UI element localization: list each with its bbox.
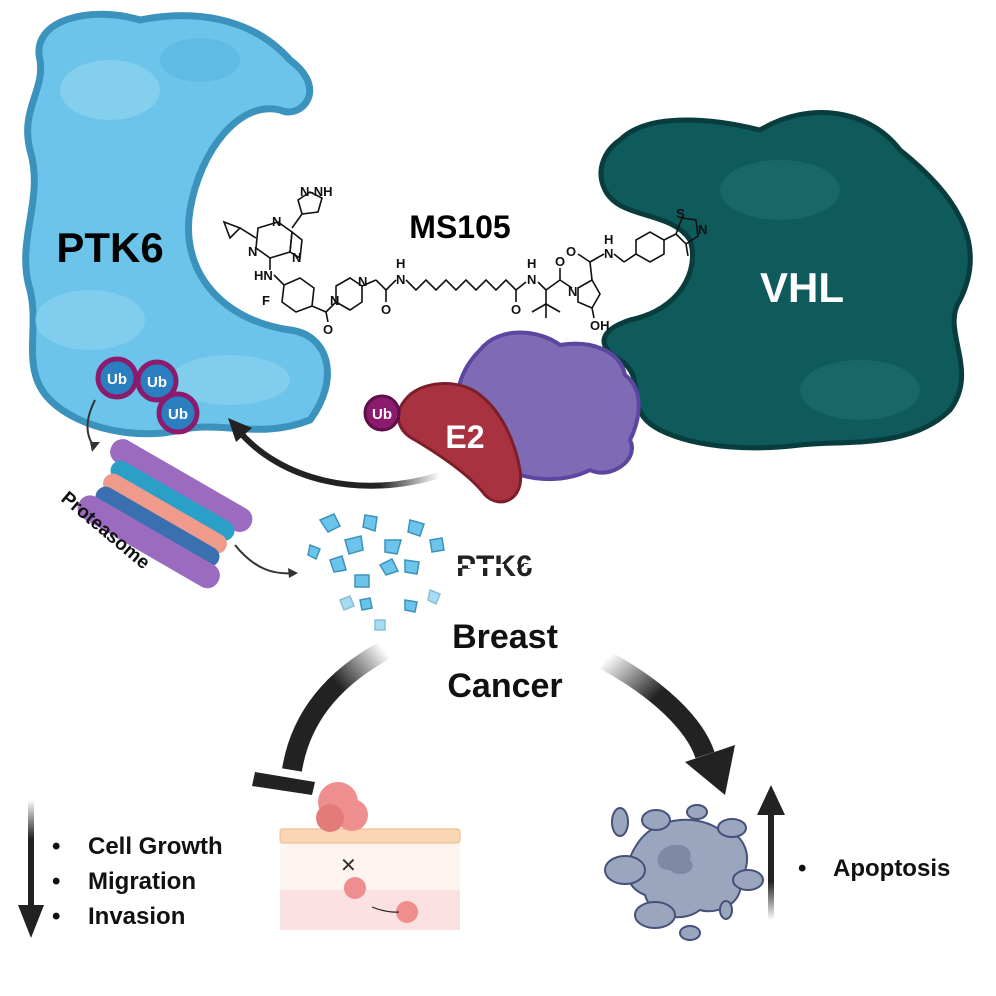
svg-text:N: N: [527, 272, 536, 287]
svg-text:O: O: [511, 302, 521, 317]
ubiquitin-on-e2: Ub: [363, 394, 401, 432]
degraded-ptk6-text: PTK6: [454, 550, 562, 583]
decreased-effects-list: • Cell Growth • Migration • Invasion: [52, 833, 223, 930]
svg-text:N: N: [330, 293, 339, 308]
svg-text:N: N: [698, 222, 707, 237]
svg-text:N: N: [248, 244, 257, 259]
tissue-invasion-icon: ✕: [279, 782, 461, 930]
svg-text:H: H: [604, 232, 613, 247]
svg-text:N: N: [604, 246, 613, 261]
e2-label: E2: [445, 419, 484, 455]
svg-text:O: O: [323, 322, 333, 337]
svg-text:N: N: [292, 250, 301, 265]
ms105-label: MS105: [409, 209, 510, 245]
svg-text:•: •: [52, 868, 60, 895]
ms105-chemical-structure: N-NH N N N HN F O N N O H N O H N O N OH…: [222, 184, 707, 337]
cancer-label: Cancer: [447, 667, 562, 705]
inhibition-arrow: [252, 641, 390, 795]
svg-text:H: H: [396, 256, 405, 271]
svg-text:Ub: Ub: [147, 374, 167, 391]
vhl-label: VHL: [760, 264, 844, 311]
svg-text:N: N: [396, 272, 405, 287]
svg-text:N: N: [568, 284, 577, 299]
svg-text:O: O: [555, 254, 565, 269]
svg-text:Ub: Ub: [372, 406, 392, 423]
svg-text:•: •: [52, 903, 60, 930]
degraded-ptk6-fragments: [307, 513, 445, 631]
svg-text:•: •: [798, 855, 806, 882]
ptk6-label: PTK6: [56, 224, 163, 271]
effect-apoptosis: Apoptosis: [833, 855, 950, 882]
svg-text:N-NH: N-NH: [300, 184, 333, 199]
svg-text:PTK6: PTK6: [456, 550, 533, 583]
ptk6-protein: PTK6: [22, 10, 331, 438]
svg-text:✕: ✕: [340, 853, 357, 877]
effect-migration: Migration: [88, 868, 196, 895]
svg-text:OH: OH: [590, 318, 610, 333]
svg-text:S: S: [676, 206, 685, 221]
vhl-protein: VHL: [598, 110, 973, 451]
svg-text:N: N: [272, 214, 281, 229]
proteasome-icon: [77, 439, 253, 589]
svg-text:H: H: [527, 256, 536, 271]
svg-text:O: O: [381, 302, 391, 317]
decrease-arrow-icon: [18, 800, 44, 938]
svg-text:F: F: [262, 293, 270, 308]
svg-text:Ub: Ub: [107, 371, 127, 388]
svg-text:O: O: [566, 244, 576, 259]
svg-text:Ub: Ub: [168, 406, 188, 423]
to-fragments-arrow: [234, 544, 296, 575]
ubiquitin-transfer-arrow: [228, 418, 441, 489]
increase-arrow-icon: [757, 785, 785, 920]
svg-text:•: •: [52, 833, 60, 860]
activation-arrow: [600, 651, 735, 795]
effect-invasion: Invasion: [88, 903, 185, 930]
svg-text:HN: HN: [254, 268, 273, 283]
effect-cell-growth: Cell Growth: [88, 833, 223, 860]
e2-enzyme: E2: [396, 382, 523, 504]
apoptotic-cell-icon: [604, 804, 764, 941]
svg-text:N: N: [358, 274, 367, 289]
polyubiquitin-chain: Ub Ub Ub: [95, 356, 200, 435]
breast-label: Breast: [452, 618, 558, 656]
